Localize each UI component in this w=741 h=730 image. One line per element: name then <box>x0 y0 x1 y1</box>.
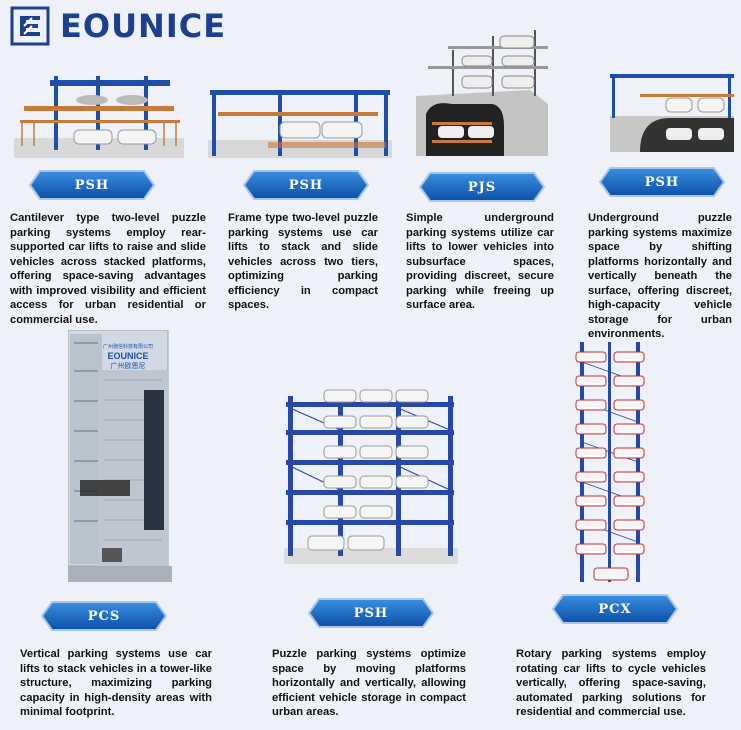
product-badge-psh-underground: PSH <box>598 166 726 198</box>
tower-sign-company: 广州驰信科技有限公司 <box>102 344 153 350</box>
product-badge-label: PSH <box>288 177 324 193</box>
tower-parking-illustration <box>68 330 172 582</box>
product-description-psh-multilevel: Puzzle parking systems optimize space by… <box>272 648 466 718</box>
product-badge-pjs: PJS <box>418 171 546 203</box>
product-description-psh-cantilever: Cantilever type two-level puzzle parking… <box>10 212 206 326</box>
multilevel-puzzle-illustration <box>284 389 458 564</box>
product-description-psh-frame: Frame type two-level puzzle parking syst… <box>228 212 378 311</box>
product-badge-label: PSH <box>74 177 110 193</box>
tower-sign-brand: EOUNICE <box>107 351 149 361</box>
rotary-parking-illustration <box>575 342 645 582</box>
product-badge-psh-multilevel: PSH <box>306 597 436 629</box>
product-description-psh-underground: Underground puzzle parking systems maxim… <box>588 212 732 340</box>
product-description-pcs: Vertical parking systems use car lifts t… <box>20 648 212 718</box>
product-badge-psh-cantilever: PSH <box>28 169 156 201</box>
product-description-pcx: Rotary parking systems employ rotating c… <box>516 648 706 718</box>
cantilever-parking-illustration <box>14 76 184 158</box>
product-badge-label: PCX <box>598 601 632 617</box>
product-badge-label: PJS <box>467 179 497 195</box>
tower-sign-chinese-name: 广州欧恩尼 <box>110 363 146 370</box>
product-description-pjs: Simple underground parking systems utili… <box>406 212 554 311</box>
product-badge-psh-frame: PSH <box>242 169 370 201</box>
logo-icon <box>10 6 50 46</box>
frame-parking-illustration <box>208 90 392 158</box>
product-badge-label: PSH <box>644 174 680 190</box>
underground-puzzle-illustration <box>610 74 734 152</box>
brand-name: EOUNICE <box>60 7 227 45</box>
product-badge-label: PSH <box>353 605 389 621</box>
product-badge-label: PCS <box>87 608 121 624</box>
product-badge-pcs: PCS <box>40 600 168 632</box>
product-badge-pcx: PCX <box>550 593 680 625</box>
tower-sign: 广州驰信科技有限公司 EOUNICE 广州欧恩尼 <box>100 344 156 371</box>
brand-logo: EOUNICE <box>10 6 226 46</box>
underground-pjs-illustration <box>416 30 548 156</box>
